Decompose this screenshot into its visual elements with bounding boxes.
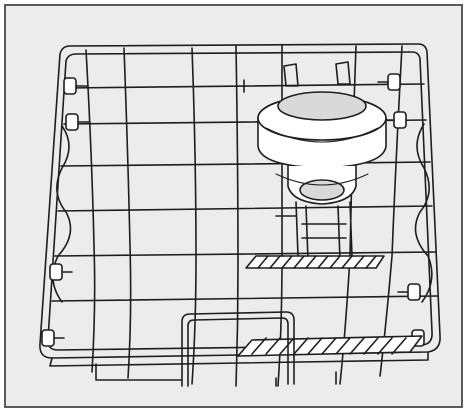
basket-floor [49, 351, 429, 387]
tine-rack-upper [245, 255, 385, 269]
dishwasher-basket-illustration [39, 43, 441, 387]
tine-rack-lower [237, 335, 423, 357]
spray-hub [257, 91, 387, 205]
basket-side-rails [51, 83, 438, 302]
illustration-frame [4, 4, 463, 408]
hub-supports [275, 201, 353, 261]
rear-clips [243, 61, 351, 93]
basket-rim [39, 43, 441, 359]
basket-handle [181, 311, 295, 387]
